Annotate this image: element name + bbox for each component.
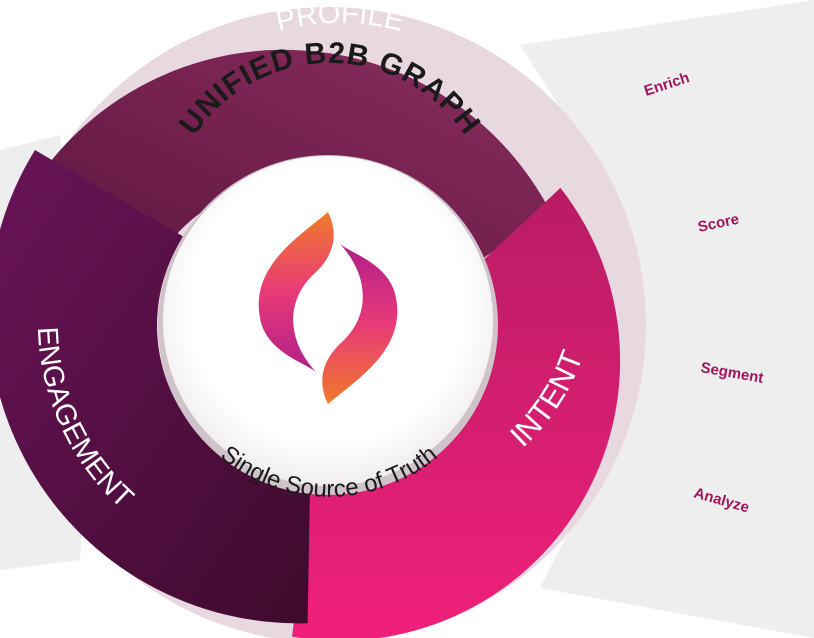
sync-s-logo-icon bbox=[258, 212, 398, 404]
center-disc bbox=[163, 156, 493, 486]
engagement-segment bbox=[0, 150, 310, 624]
